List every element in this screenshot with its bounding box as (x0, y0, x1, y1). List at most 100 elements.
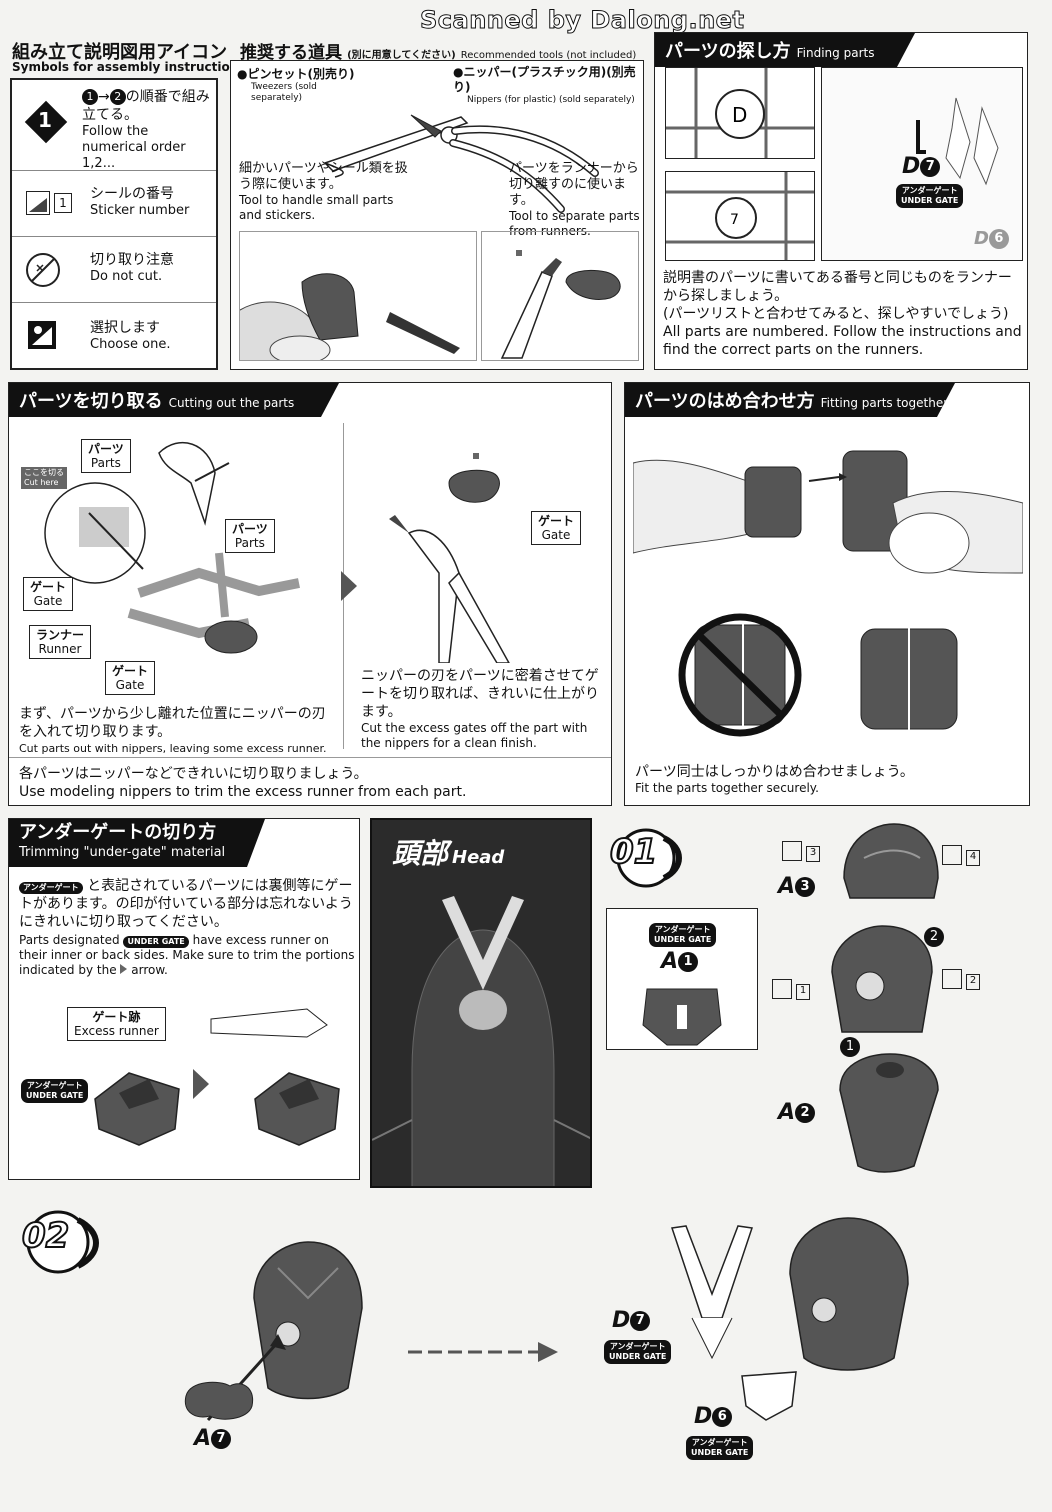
cut-step2-en: Cut the excess gates off the part with t… (361, 721, 588, 750)
step02-helmet-before (253, 1241, 363, 1400)
undergate-desc-jp-text: と表記されているパーツには裏側等にゲートがあります。の印が付いている部分は忘れな… (19, 878, 353, 930)
fitting-wrong-example (678, 605, 802, 745)
step02-result-arrow-icon (408, 1342, 558, 1362)
undergate-desc-jp: アンダーゲート と表記されているパーツには裏側等にゲートがあります。の印が付いて… (19, 877, 355, 931)
num-2-icon: 2 (109, 89, 126, 105)
tools-panel: ●ピンセット(別売り) Tweezers (sold separately) ●… (230, 60, 644, 370)
sticker-1: 1 (772, 978, 810, 1000)
finding-desc-en: All parts are numbered. Follow the instr… (663, 324, 1022, 358)
order-number: 1 (38, 108, 52, 132)
sticker-2: 2 (942, 968, 980, 990)
nippers-en: Nippers (for plastic) (sold separately) (467, 95, 635, 105)
runner-zoom-2: 7 (665, 171, 815, 261)
step01-badge: 01 (604, 828, 690, 888)
undergate-nipper-illustration (210, 1008, 328, 1038)
step02-helmet-after (789, 1217, 909, 1371)
choose-icon (28, 321, 56, 349)
no-cut-icon (26, 253, 60, 287)
undergate-arrow-icon (193, 1069, 209, 1099)
cut-step1-en: Cut parts out with nippers, leaving some… (19, 742, 327, 755)
nippers-jp: ●ニッパー(プラスチック用)(別売り) (453, 65, 636, 94)
finding-desc-jp1: 説明書のパーツに書いてある番号と同じものをランナーから探しましょう。 (663, 270, 1012, 304)
order-jp: の順番で組み立てる。 (82, 89, 210, 123)
sticker-4-icon (942, 844, 962, 865)
cut-step2-jp: ニッパーの刃をパーツに密着させてゲートを切り取れば、きれいに仕上がります。 (361, 668, 599, 720)
cutting-title-jp: パーツを切り取る (19, 391, 163, 412)
fitting-foot-en: Fit the parts together securely. (635, 781, 819, 795)
tweezers-desc-jp: 細かいパーツやシール類を扱う際に使います。 (239, 161, 408, 192)
cutting-foot-divider (9, 757, 611, 758)
sticker-number-box: 1 (54, 193, 72, 213)
sticker-jp: シールの番号 (90, 186, 174, 202)
fitting-correct-example (860, 625, 958, 735)
code-d6-num: 6 (712, 1407, 733, 1427)
code-a1-callout-num: 1 (678, 952, 699, 972)
tweezers-desc-en: Tool to handle small parts and stickers. (239, 193, 394, 222)
tweezers-jp: ●ピンセット(別売り) (237, 67, 355, 81)
undergate-part-before (94, 1072, 180, 1146)
choose-jp: 選択します (90, 320, 160, 336)
nocut-en: Do not cut. (90, 269, 163, 284)
tools-title-note: (別に用意してください) (347, 50, 456, 61)
cutting-step-arrow-icon (341, 571, 357, 601)
undergate-header: アンダーゲートの切り方 Trimming "under-gate" materi… (9, 819, 265, 867)
sticker-3: 3 (782, 840, 820, 862)
finding-code-d6-num: 6 (988, 229, 1009, 249)
inline-arrow-icon (120, 964, 128, 974)
cutting-title-en: Cutting out the parts (168, 396, 295, 410)
tools-title-jp: 推奨する道具 (240, 43, 342, 63)
order-en-tail: ... (102, 156, 116, 171)
watermark: Scanned by Dalong.net (419, 6, 745, 35)
sticker-icon (26, 191, 50, 215)
order-en-n2: 2 (94, 156, 103, 171)
code-a3-num: 3 (795, 877, 816, 897)
gate-cut-illustration (389, 453, 510, 663)
runner-cut-illustration (44, 442, 300, 654)
runner-zoom-1: D (665, 67, 815, 159)
undergate-desc-en: Parts designated UNDER GATE have excess … (19, 933, 355, 978)
nippers-usage-illustration (481, 231, 639, 361)
undergate-title-jp: アンダーゲートの切り方 (19, 822, 217, 843)
tweezers-en: Tweezers (sold separately) (251, 82, 317, 103)
finding-code-d7-num: 7 (920, 157, 941, 177)
fitting-hands-illustration (633, 450, 1023, 574)
finding-desc-jp2: (パーツリストと合わせてみると、探しやすいでしょう) (663, 306, 1009, 322)
code-a2-num: 2 (795, 1103, 816, 1123)
sticker-en: Sticker number (90, 203, 190, 218)
cut-foot-en: Use modeling nippers to trim the excess … (19, 784, 467, 800)
svg-text:D: D (732, 103, 747, 127)
part-a3 (843, 823, 939, 899)
code-d7-num: 7 (630, 1311, 651, 1331)
symbols-title-en: Symbols for assembly instruction manuals (12, 60, 300, 74)
order-en-n1: 1 (82, 156, 91, 171)
tweezers-usage-illustration (231, 231, 477, 369)
sticker-4: 4 (942, 844, 980, 866)
undergate-desc-en1: Parts designated (19, 933, 120, 947)
inline-ug-tag-en: UNDER GATE (123, 936, 189, 948)
svg-text:7: 7 (730, 212, 739, 228)
